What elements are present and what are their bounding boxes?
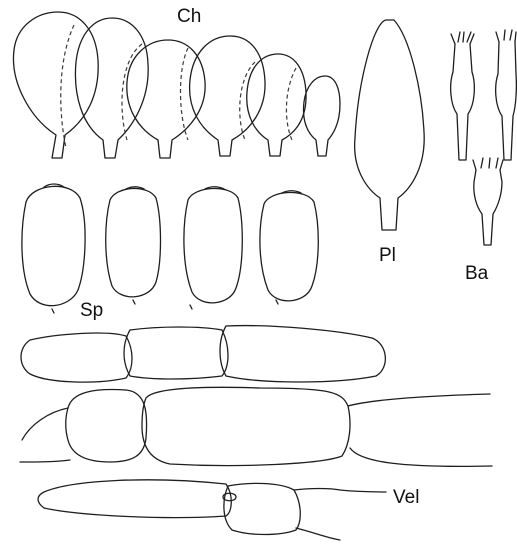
velum-cell-1c (220, 326, 385, 382)
spore-1 (22, 186, 85, 305)
spore-3-apiculus (190, 305, 192, 309)
velum-row-3 (38, 480, 386, 540)
spore-4-apiculus (276, 300, 278, 304)
cheilocystidium-2 (75, 18, 148, 158)
cheilocystidium-6 (304, 76, 341, 156)
label-spores: Sp (80, 301, 103, 320)
velum-cell-1b (124, 327, 228, 379)
basidium-2-sterigmata (496, 30, 516, 42)
basidium-3 (474, 170, 502, 245)
basidium-2 (496, 42, 517, 160)
cheilocystidium-4 (190, 36, 265, 156)
cheilocystidia-group (13, 12, 340, 158)
basidium-3-sterigmata (473, 158, 503, 170)
overlap-line-2 (122, 44, 142, 140)
pleurocystidium (355, 20, 425, 230)
overlap-line-5 (286, 68, 296, 140)
velum-cell-2c (348, 394, 492, 466)
label-velum: Vel (393, 488, 419, 507)
spore-4 (260, 192, 318, 300)
spores-group (22, 184, 318, 313)
velum-cell-2b (142, 387, 350, 465)
label-cheilocystidia: Ch (177, 7, 201, 26)
spore-1-apiculus (52, 309, 54, 313)
spore-2 (106, 188, 161, 296)
velum-hypha-left-end (20, 408, 70, 462)
overlap-line-3 (181, 48, 189, 140)
velum-cell-3c (294, 489, 386, 541)
velum-row-2 (20, 387, 492, 466)
cheilocystidium-5 (247, 54, 306, 156)
velum-cell-3a (38, 480, 231, 518)
label-pleurocystidium: Pl (379, 246, 396, 265)
velum-cell-1a (21, 333, 132, 382)
label-basidia: Ba (465, 264, 488, 283)
velum-cell-2a (66, 390, 147, 462)
spore-2-apiculus (133, 300, 135, 304)
basidia-group (451, 30, 517, 245)
velum-cell-3b (224, 483, 300, 534)
spore-3 (184, 188, 242, 302)
velum-row-1 (21, 326, 385, 382)
cheilocystidium-3 (127, 40, 205, 158)
basidium-1 (451, 44, 475, 160)
basidium-1-sterigmata (451, 32, 474, 44)
